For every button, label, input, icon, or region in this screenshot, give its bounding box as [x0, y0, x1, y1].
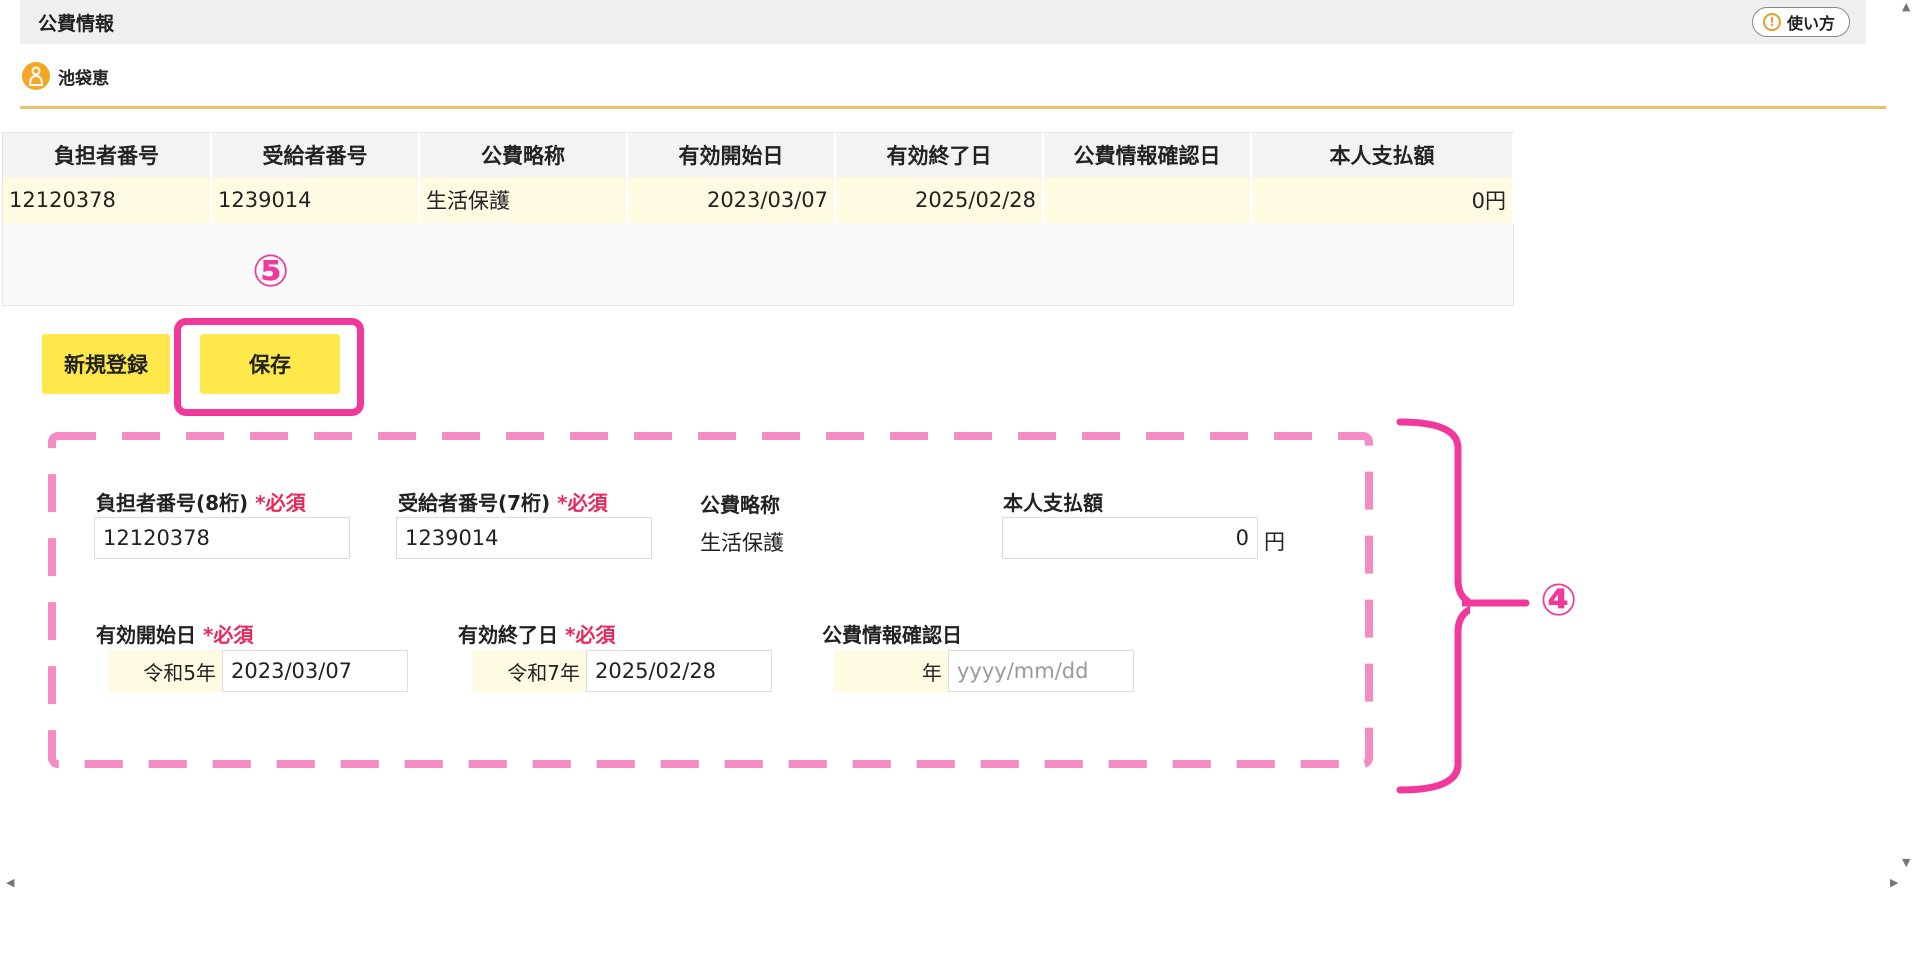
- table-cell: 生活保護: [419, 177, 628, 223]
- dashed-border: [48, 432, 1373, 768]
- bracket-pointer: [1462, 599, 1530, 607]
- save-highlight-box: [174, 318, 364, 416]
- yen-unit: 円: [1264, 530, 1285, 554]
- confirm-date-label: 公費情報確認日: [822, 623, 962, 647]
- required-mark: *必須: [557, 491, 608, 515]
- table-cell: 2023/03/07: [627, 177, 836, 223]
- abbreviation-value: 生活保護: [700, 531, 784, 555]
- end-date-era: 令和7年: [472, 650, 586, 692]
- annotation-marker-4: ④: [1540, 575, 1578, 626]
- start-date-era: 令和5年: [108, 650, 222, 692]
- section-title: 公費情報: [38, 12, 115, 35]
- new-registration-button[interactable]: 新規登録: [42, 334, 170, 394]
- column-header: 有効終了日: [835, 133, 1044, 177]
- confirm-date-input[interactable]: yyyy/mm/dd: [948, 650, 1134, 692]
- table-row[interactable]: 12120378 1239014 生活保護 2023/03/07 2025/02…: [3, 177, 1514, 223]
- column-header: 公費略称: [419, 133, 628, 177]
- column-header: 有効開始日: [627, 133, 836, 177]
- scroll-down-icon[interactable]: ▼: [1902, 856, 1911, 869]
- required-mark: *必須: [255, 491, 306, 515]
- required-mark: *必須: [202, 623, 254, 647]
- burden-number-label: 負担者番号(8桁) *必須: [96, 491, 306, 515]
- date-placeholder: yyyy/mm/dd: [957, 659, 1089, 683]
- help-button-label: 使い方: [1786, 14, 1835, 33]
- confirm-date-era: 年: [834, 650, 948, 692]
- table-cell: 1239014: [211, 177, 420, 223]
- public-expense-table-container: 負担者番号 受給者番号 公費略称 有効開始日 有効終了日 公費情報確認日 本人支…: [2, 132, 1514, 306]
- end-date-input[interactable]: 2025/02/28: [586, 650, 772, 692]
- start-date-input[interactable]: 2023/03/07: [222, 650, 408, 692]
- patient-row: 池袋恵: [22, 62, 109, 90]
- required-mark: *必須: [564, 623, 616, 647]
- table-header-row: 負担者番号 受給者番号 公費略称 有効開始日 有効終了日 公費情報確認日 本人支…: [3, 133, 1514, 177]
- abbreviation-label: 公費略称: [700, 493, 780, 517]
- column-header: 公費情報確認日: [1043, 133, 1252, 177]
- help-button[interactable]: ! 使い方: [1751, 7, 1850, 37]
- table-cell: 2025/02/28: [835, 177, 1044, 223]
- section-header: 公費情報 ! 使い方: [20, 0, 1866, 44]
- scroll-left-icon[interactable]: ◀: [6, 876, 15, 889]
- public-expense-table: 負担者番号 受給者番号 公費略称 有効開始日 有効終了日 公費情報確認日 本人支…: [3, 133, 1514, 223]
- self-payment-input[interactable]: 0: [1002, 517, 1258, 559]
- info-icon: !: [1762, 13, 1781, 31]
- end-date-label: 有効終了日 *必須: [458, 623, 616, 647]
- save-button[interactable]: 保存: [200, 334, 340, 394]
- table-cell: 12120378: [3, 177, 212, 223]
- edit-form-area: [48, 432, 1373, 768]
- column-header: 本人支払額: [1251, 133, 1514, 177]
- recipient-number-label: 受給者番号(7桁) *必須: [398, 491, 608, 515]
- scroll-up-icon[interactable]: ▲: [1902, 0, 1911, 13]
- self-payment-label: 本人支払額: [1003, 491, 1103, 515]
- recipient-number-input[interactable]: 1239014: [396, 517, 652, 559]
- patient-name: 池袋恵: [58, 68, 109, 89]
- divider: [20, 106, 1886, 109]
- column-header: 受給者番号: [211, 133, 420, 177]
- start-date-label: 有効開始日 *必須: [96, 623, 254, 647]
- table-cell: 0円: [1251, 177, 1514, 223]
- annotation-marker-5: ⑤: [252, 246, 290, 297]
- burden-number-input[interactable]: 12120378: [94, 517, 350, 559]
- person-icon: [22, 62, 50, 90]
- table-cell: [1043, 177, 1252, 223]
- scroll-right-icon[interactable]: ▶: [1890, 876, 1899, 889]
- bracket-annotation: [1396, 418, 1470, 794]
- column-header: 負担者番号: [3, 133, 212, 177]
